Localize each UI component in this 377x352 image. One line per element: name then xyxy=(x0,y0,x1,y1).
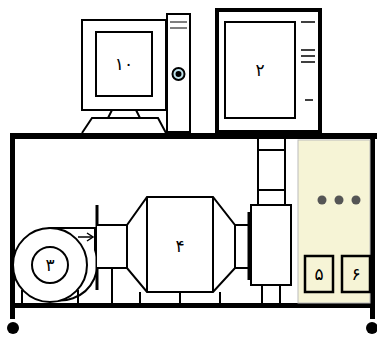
callout-number: ٣ xyxy=(43,256,56,275)
callout-number: ١٠ xyxy=(113,55,135,74)
callout-number: ۵ xyxy=(312,265,325,284)
callout-number: ٢ xyxy=(253,61,266,80)
callout-number: ۴ xyxy=(173,237,186,256)
callout-number: ۶ xyxy=(349,265,362,284)
